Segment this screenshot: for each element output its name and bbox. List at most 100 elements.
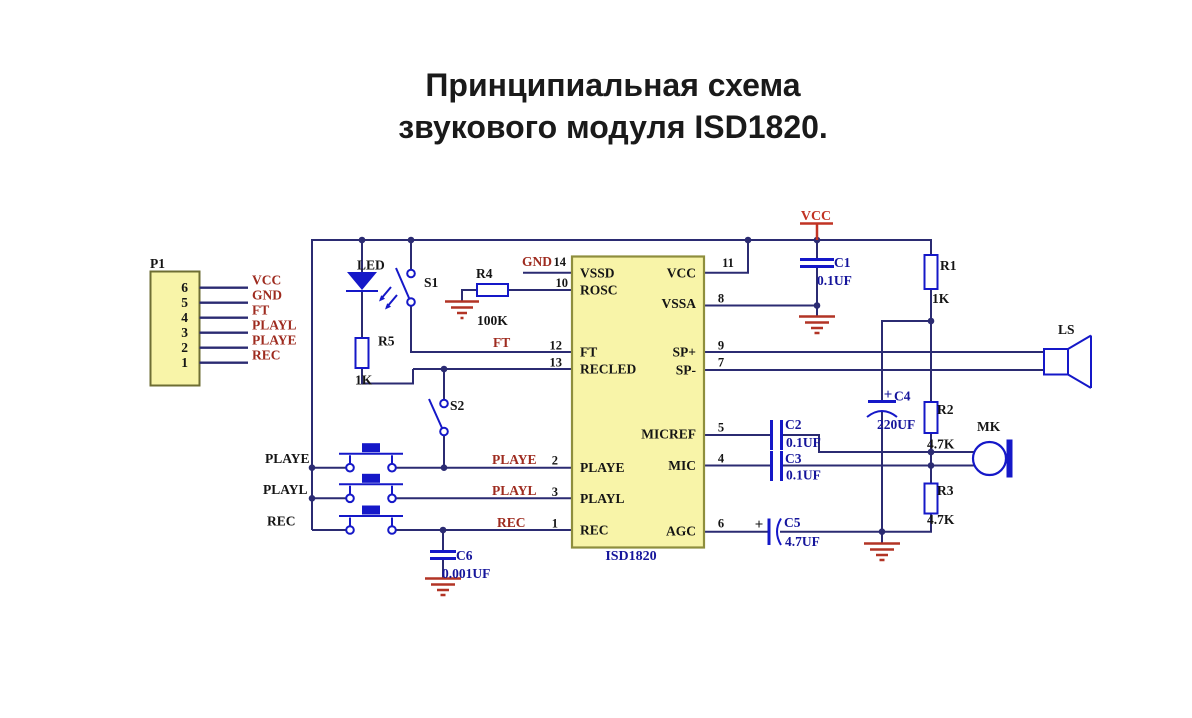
title-line2: звукового модуля ISD1820. xyxy=(398,109,828,145)
button-playl-label: PLAYL xyxy=(263,482,308,497)
capacitor-c6: C6 0.001UF xyxy=(430,548,490,581)
p1-net-label: PLAYL xyxy=(252,318,297,333)
button-playe: PLAYE xyxy=(265,443,403,473)
p1-net-label: PLAYE xyxy=(252,333,297,348)
p1-net-label: FT xyxy=(252,303,269,318)
led-ref: LED xyxy=(357,258,385,273)
c3-value: 0.1UF xyxy=(786,468,821,483)
ic-isd1820: ISD1820 VSSD ROSC FT RECLED PLAYE PLAYL … xyxy=(492,254,734,564)
vcc-power-label: VCC xyxy=(801,209,831,224)
capacitor-c1: C1 0.1UF xyxy=(800,255,852,288)
ic-pin-name: ROSC xyxy=(580,283,618,298)
junction-dots xyxy=(308,236,935,535)
ic-part-number: ISD1820 xyxy=(605,549,656,564)
switch-s2: S2 xyxy=(428,398,465,437)
title: Принципиальная схема звукового модуля IS… xyxy=(398,67,828,145)
ic-pin-number: 10 xyxy=(556,276,569,290)
button-knob xyxy=(362,505,380,515)
s1-ref: S1 xyxy=(424,275,439,290)
mic-electrode xyxy=(1006,439,1013,478)
speaker-ls: LS xyxy=(1043,322,1092,389)
ic-pin-name: VSSD xyxy=(580,266,615,281)
ic-pin-name: MICREF xyxy=(641,427,696,442)
led-symbol xyxy=(347,272,377,290)
net-label-ft: FT xyxy=(493,335,510,350)
ic-pin-name: VSSA xyxy=(661,296,696,311)
p1-body xyxy=(149,270,201,387)
capacitor-c2: C2 0.1UF xyxy=(770,417,821,450)
button-knob xyxy=(362,473,380,483)
ic-pin-name: AGC xyxy=(666,524,696,539)
led: LED xyxy=(346,258,398,310)
ic-pin-number: 13 xyxy=(550,356,563,370)
ic-pin-name: PLAYL xyxy=(580,491,625,506)
c4-polarity: + xyxy=(884,387,893,403)
net-label-rec: REC xyxy=(497,515,526,530)
c6-ref: C6 xyxy=(456,548,473,563)
ic-pin-name: VCC xyxy=(667,266,696,281)
c5-value: 4.7UF xyxy=(785,534,820,549)
p1-pin-num: 1 xyxy=(181,355,188,370)
ground-symbols xyxy=(425,300,900,597)
r1-ref: R1 xyxy=(940,258,957,273)
resistor-r3: R3 4.7K xyxy=(923,482,955,527)
button-rec-label: REC xyxy=(267,514,296,529)
ic-pin-number: 12 xyxy=(550,339,563,353)
vcc-power-symbol: VCC xyxy=(800,209,833,240)
net-label-gnd: GND xyxy=(522,254,552,269)
c1-ref: C1 xyxy=(834,255,851,270)
ground-c1 xyxy=(799,315,835,335)
ic-pin-number: 4 xyxy=(718,452,725,466)
button-rec: REC xyxy=(267,505,403,535)
c3-ref: C3 xyxy=(785,451,802,466)
c2-ref: C2 xyxy=(785,417,802,432)
connector-p1: P1 6 5 4 3 2 1 VCC GND FT PLAYL PLAYE RE… xyxy=(149,256,297,387)
s2-ref: S2 xyxy=(450,398,465,413)
ic-body xyxy=(570,255,706,549)
p1-pin-num: 4 xyxy=(181,310,188,325)
p1-net-label: VCC xyxy=(252,273,281,288)
button-knob xyxy=(362,443,380,453)
c5-ref: C5 xyxy=(784,515,801,530)
ic-pin-number: 9 xyxy=(718,339,724,353)
ic-pin-number: 14 xyxy=(554,255,567,269)
c1-value: 0.1UF xyxy=(817,273,852,288)
ic-pin-number: 6 xyxy=(718,517,724,531)
p1-ref: P1 xyxy=(150,256,165,271)
net-label-playe: PLAYE xyxy=(492,452,537,467)
ic-pin-name: PLAYE xyxy=(580,460,625,475)
ic-pin-number: 2 xyxy=(552,454,558,468)
resistor-r4: R4 100K xyxy=(476,266,509,328)
capacitor-c4: + C4 220UF xyxy=(866,387,915,432)
resistor-r1: R1 1K xyxy=(923,254,957,306)
c4-ref: C4 xyxy=(894,389,911,404)
switch-s1: S1 xyxy=(395,267,439,307)
net-label-playl: PLAYL xyxy=(492,483,537,498)
ic-pin-name: MIC xyxy=(668,458,696,473)
led-arrow-icon xyxy=(385,303,391,310)
r4-ref: R4 xyxy=(476,266,493,281)
ic-pin-number: 7 xyxy=(718,356,724,370)
ic-pin-name: SP+ xyxy=(673,345,696,360)
p1-pin-num: 6 xyxy=(181,280,188,295)
p1-net-label: GND xyxy=(252,288,282,303)
speaker-ref: LS xyxy=(1058,322,1075,337)
ic-pin-name: FT xyxy=(580,345,597,360)
button-playl: PLAYL xyxy=(263,473,403,504)
wires xyxy=(311,224,1044,578)
ic-pin-number: 3 xyxy=(552,485,558,499)
ic-pin-number: 5 xyxy=(718,421,724,435)
resistor-r2: R2 4.7K xyxy=(923,401,955,452)
c6-value: 0.001UF xyxy=(442,566,490,581)
ic-pin-name: SP- xyxy=(676,363,696,378)
resistor-r5: R5 1K xyxy=(354,334,395,388)
r5-ref: R5 xyxy=(378,334,395,349)
ic-pin-number: 8 xyxy=(718,292,724,306)
c5-polarity: + xyxy=(755,517,764,533)
p1-pin-num: 2 xyxy=(181,340,188,355)
r4-value: 100K xyxy=(477,313,508,328)
c4-value: 220UF xyxy=(877,417,915,432)
r2-ref: R2 xyxy=(937,402,954,417)
